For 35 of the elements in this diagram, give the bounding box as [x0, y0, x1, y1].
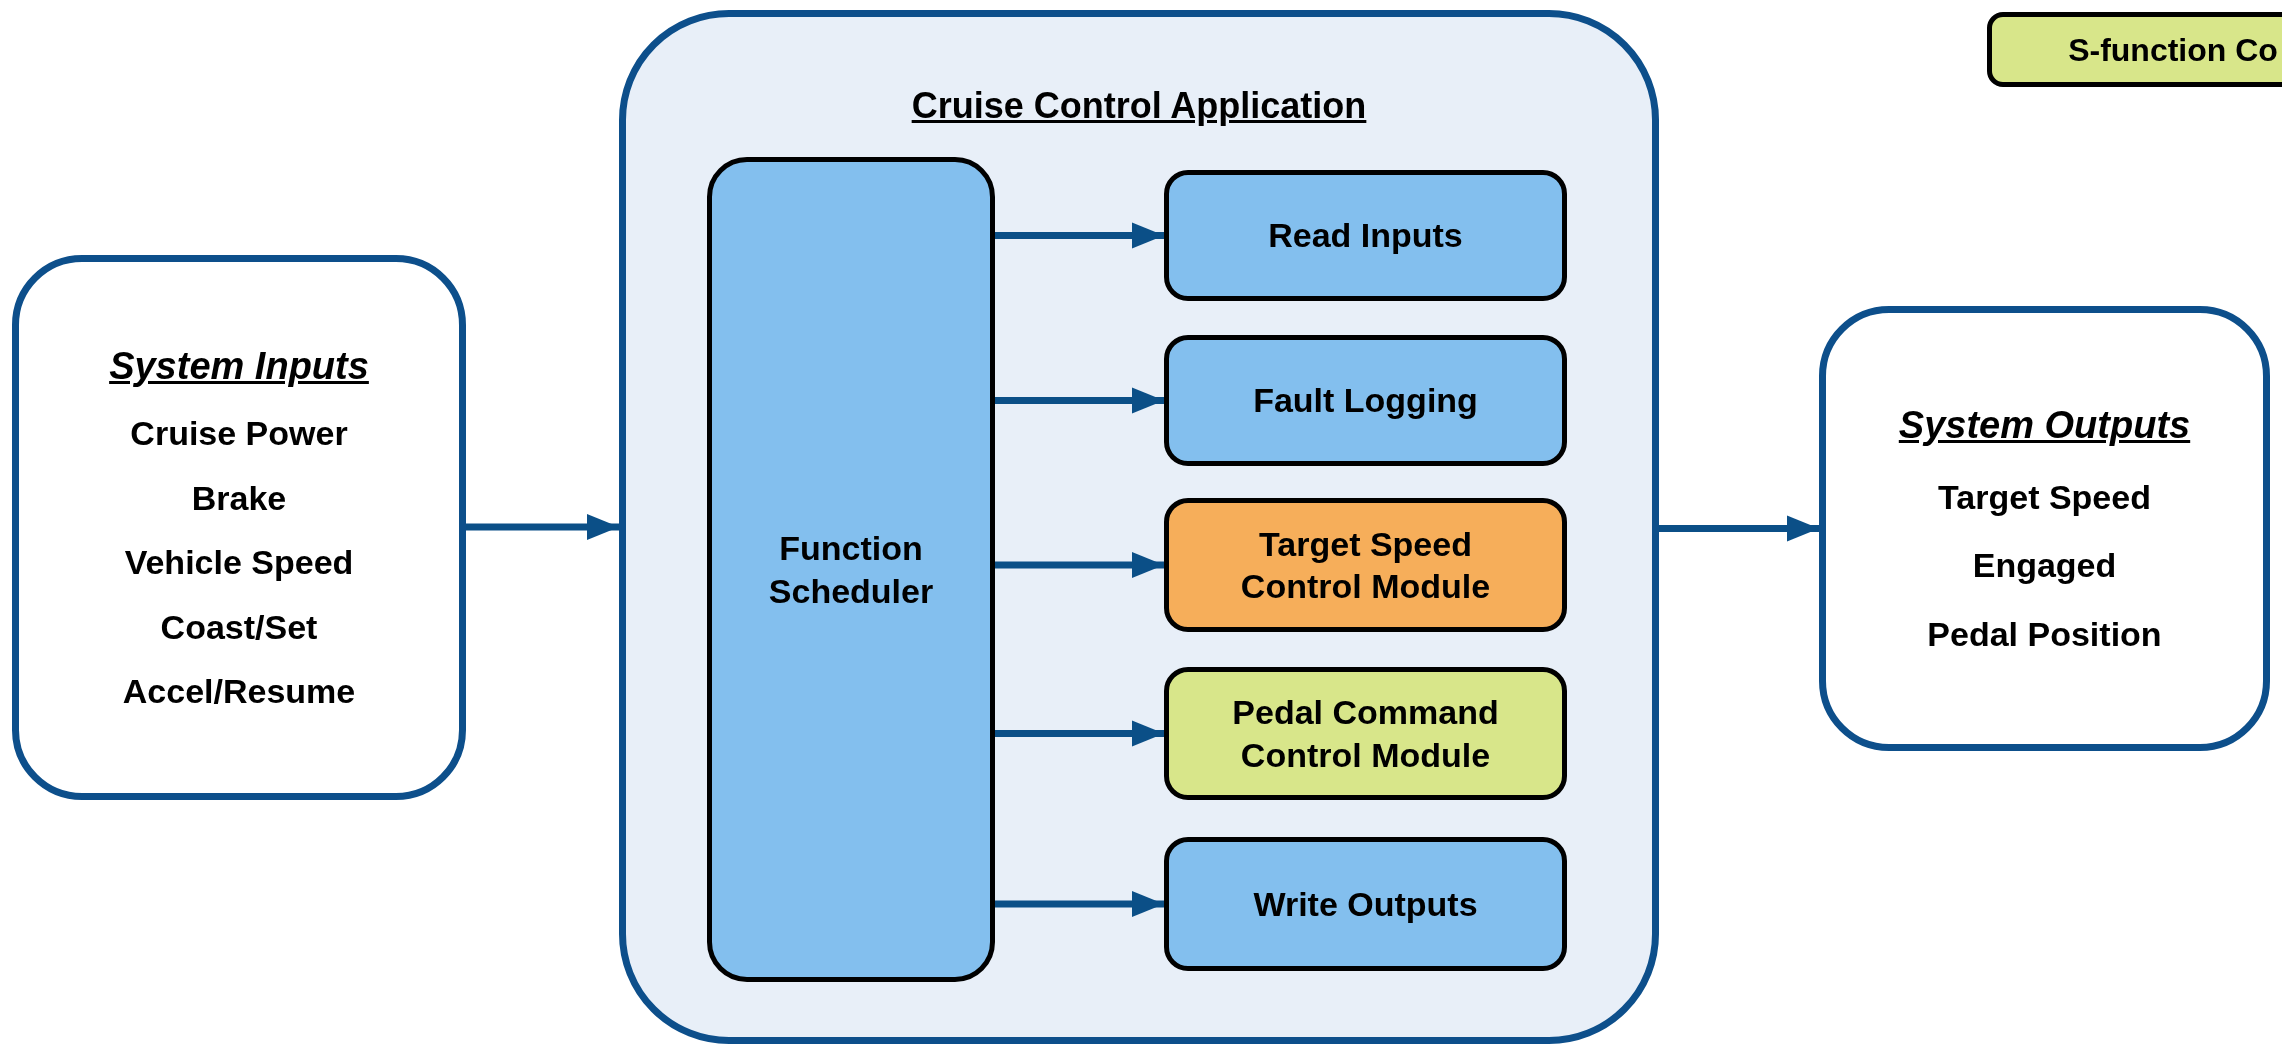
signal-label: Vehicle Speed: [124, 542, 354, 583]
process-box: [1164, 170, 1567, 301]
signal-label: Coast/Set: [160, 606, 318, 648]
node-label: Pedal Command Control Module: [1231, 692, 1500, 776]
arrow: [995, 552, 1164, 578]
panel-heading: System Outputs: [1898, 403, 2191, 448]
arrow: [995, 891, 1164, 917]
input-panel: [12, 255, 466, 800]
arrow: [466, 514, 619, 540]
process-box: [1164, 498, 1567, 632]
node-label: Write Outputs: [1252, 883, 1479, 925]
signal-label: Accel/Resume: [122, 671, 356, 712]
node-label: Read Inputs: [1267, 215, 1464, 257]
scheduler-box: [707, 157, 995, 982]
arrow: [995, 387, 1164, 414]
process-box: [1164, 667, 1567, 800]
signal-label: Cruise Power: [130, 413, 348, 454]
node-label: S-function Co: [2068, 30, 2278, 70]
container-title: Cruise Control Application: [911, 84, 1367, 128]
signal-label: Target Speed: [1938, 476, 2151, 518]
process-box: [1164, 837, 1567, 971]
signal-label: Engaged: [1972, 545, 2117, 586]
signal-label: Brake: [191, 477, 287, 519]
signal-label: Pedal Position: [1927, 613, 2162, 655]
node-label: Function Scheduler: [767, 528, 935, 612]
output-panel: [1819, 306, 2270, 751]
node-label: Target Speed Control Module: [1239, 523, 1492, 607]
arrow: [995, 720, 1164, 747]
application-container: [619, 10, 1659, 1044]
process-box: [1164, 335, 1567, 466]
node-label: Fault Logging: [1252, 380, 1479, 422]
arrow: [1659, 515, 1819, 542]
panel-heading: System Inputs: [109, 343, 369, 389]
legend-box: [1987, 12, 2282, 87]
arrow: [995, 222, 1164, 249]
